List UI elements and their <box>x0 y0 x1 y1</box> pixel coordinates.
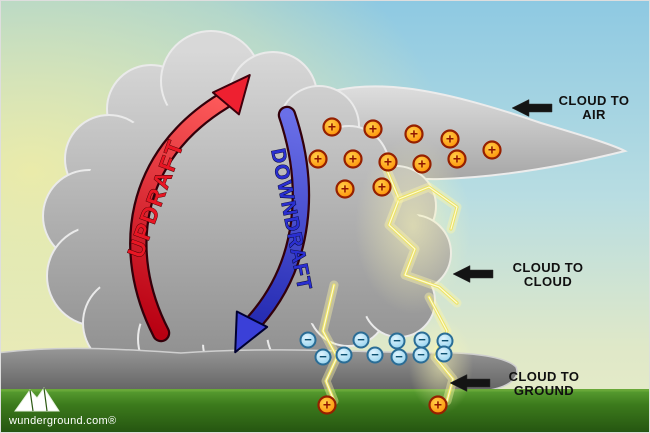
cloud-to-ground-label-line2: GROUND <box>514 383 574 398</box>
wunderground-watermark: wunderground.com® <box>8 387 116 427</box>
positive-charge-icon: + <box>428 395 448 415</box>
svg-text:−: − <box>393 333 401 348</box>
negative-charge-icon: − <box>352 331 370 349</box>
svg-text:−: − <box>357 332 365 347</box>
negative-charge-icon: − <box>390 348 408 366</box>
negative-charge-icon: − <box>335 346 353 364</box>
positive-charge-icon: + <box>322 117 342 137</box>
svg-text:−: − <box>417 347 425 362</box>
grass-highlight <box>1 389 649 392</box>
charge-markers: ++++++++++++−−−−−−−−−−−++ <box>299 117 502 415</box>
negative-charge-icon: − <box>412 346 430 364</box>
positive-charge-icon: + <box>404 124 424 144</box>
cloud-to-air-label-line1: CLOUD TO <box>559 93 630 108</box>
svg-text:+: + <box>341 181 349 197</box>
mountain-logo-lines <box>29 387 48 412</box>
cloud-to-ground-arrow-icon <box>449 374 491 392</box>
negative-charge-icon: − <box>435 345 453 363</box>
positive-charge-icon: + <box>378 152 398 172</box>
positive-charge-icon: + <box>317 395 337 415</box>
mountain-logo-icon <box>14 387 60 412</box>
svg-text:+: + <box>328 119 336 135</box>
svg-text:−: − <box>440 346 448 361</box>
positive-charge-icon: + <box>482 140 502 160</box>
negative-charge-icon: − <box>436 332 454 350</box>
svg-text:−: − <box>395 349 403 364</box>
cloud-branch-bolt <box>398 186 458 230</box>
svg-text:−: − <box>441 333 449 348</box>
svg-text:+: + <box>369 121 377 137</box>
positive-charge-icon: + <box>363 119 383 139</box>
cloud-to-cloud-arrow-icon <box>452 265 494 283</box>
cloud-to-cloud-label-line2: CLOUD <box>524 274 572 289</box>
negative-charge-icon: − <box>314 348 332 366</box>
positive-charge-icon: + <box>412 154 432 174</box>
svg-text:−: − <box>319 349 327 364</box>
cloud-to-ground-label-line1: CLOUD TO <box>509 369 580 384</box>
positive-charge-icon: + <box>335 179 355 199</box>
positive-charge-icon: + <box>447 149 467 169</box>
positive-charge-icon: + <box>308 149 328 169</box>
cloud-to-cloud-label-line1: CLOUD TO <box>513 260 584 275</box>
watermark-text: wunderground.com® <box>8 415 116 427</box>
cloud-to-ground-bolt <box>428 296 454 402</box>
svg-text:+: + <box>434 397 442 413</box>
cloud-to-ground-callout: CLOUD TO GROUND <box>449 369 580 398</box>
svg-text:−: − <box>340 347 348 362</box>
svg-text:+: + <box>418 156 426 172</box>
svg-text:+: + <box>488 142 496 158</box>
downdraft-arrow: DOWNDRAFT <box>234 105 316 354</box>
negative-charge-icon: − <box>388 332 406 350</box>
svg-text:+: + <box>349 151 357 167</box>
svg-text:+: + <box>453 151 461 167</box>
cloud-to-air-callout: CLOUD TO AIR <box>511 93 630 122</box>
svg-text:+: + <box>378 179 386 195</box>
negative-charge-icon: − <box>366 346 384 364</box>
svg-text:+: + <box>384 154 392 170</box>
negative-charge-icon: − <box>413 331 431 349</box>
svg-text:+: + <box>314 151 322 167</box>
positive-charge-icon: + <box>440 129 460 149</box>
svg-text:−: − <box>418 332 426 347</box>
svg-text:+: + <box>410 126 418 142</box>
svg-text:+: + <box>446 131 454 147</box>
svg-text:−: − <box>304 332 312 347</box>
low-cloud-base <box>1 347 518 392</box>
cloud-to-air-arrow-icon <box>511 99 553 117</box>
positive-charge-icon: + <box>372 177 392 197</box>
negative-charge-icon: − <box>299 331 317 349</box>
positive-charge-icon: + <box>343 149 363 169</box>
cloud-to-cloud-callout: CLOUD TO CLOUD <box>452 260 584 289</box>
cloud-to-air-label-line2: AIR <box>582 107 606 122</box>
svg-text:−: − <box>371 347 379 362</box>
svg-text:+: + <box>323 397 331 413</box>
